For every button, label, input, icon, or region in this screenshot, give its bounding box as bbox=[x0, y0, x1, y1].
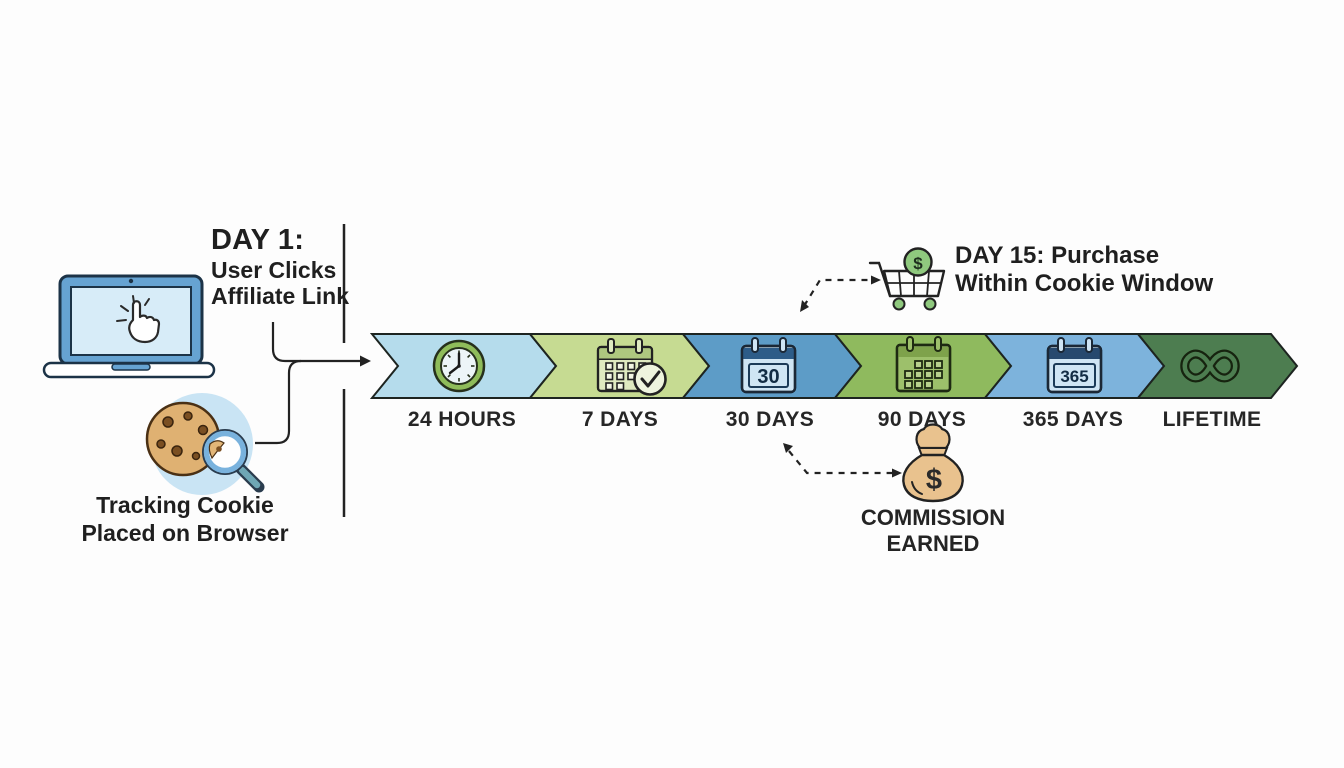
svg-text:$: $ bbox=[926, 464, 942, 496]
purchase-dashed-arrow bbox=[800, 275, 881, 312]
infinity-icon bbox=[1180, 349, 1240, 383]
commission-line1: COMMISSION bbox=[860, 505, 1006, 530]
day15-annotation: DAY 15: Purchase Within Cookie Window bbox=[955, 242, 1213, 298]
magnifier-icon bbox=[202, 429, 265, 493]
label-30-days: 30 DAYS bbox=[725, 408, 815, 431]
clock-icon bbox=[432, 339, 486, 393]
commission-line2: EARNED bbox=[886, 531, 980, 556]
svg-text:365: 365 bbox=[1060, 367, 1088, 386]
day1-line1: User Clicks bbox=[211, 257, 337, 283]
laptop-click-icon bbox=[42, 274, 216, 379]
day1-heading: DAY 1: bbox=[211, 224, 305, 256]
commission-dashed-arrow bbox=[783, 443, 902, 478]
day15-heading: DAY 15: bbox=[955, 242, 1045, 269]
calendar-grid-icon bbox=[895, 336, 952, 393]
label-90-days: 90 DAYS bbox=[877, 408, 967, 431]
calendar-30-icon: 30 bbox=[740, 337, 797, 394]
calendar-check-icon bbox=[596, 338, 667, 396]
label-365-days: 365 DAYS bbox=[1022, 408, 1124, 431]
label-lifetime: LIFETIME bbox=[1162, 408, 1262, 431]
tracking-line1: Tracking Cookie bbox=[96, 492, 274, 518]
click-hand-cursor-icon bbox=[116, 295, 161, 344]
tracking-cookie-icon bbox=[145, 393, 265, 495]
day1-annotation: DAY 1: User Clicks Affiliate Link bbox=[211, 224, 349, 309]
connector-arrow bbox=[255, 322, 371, 445]
timeline-band bbox=[369, 333, 1299, 399]
tracking-cookie-label: Tracking Cookie Placed on Browser bbox=[62, 491, 308, 547]
svg-text:$: $ bbox=[913, 254, 923, 273]
label-24-hours: 24 HOURS bbox=[407, 408, 517, 431]
dollar-coin-icon: $ bbox=[903, 247, 933, 277]
tracking-line2: Placed on Browser bbox=[81, 520, 289, 546]
commission-label: COMMISSION EARNED bbox=[833, 505, 1033, 557]
segment-lifetime bbox=[1135, 333, 1299, 399]
money-bag-icon: $ bbox=[902, 423, 964, 503]
shopping-cart-icon: $ bbox=[868, 247, 946, 311]
day1-line2: Affiliate Link bbox=[211, 283, 350, 309]
day15-rest: Purchase bbox=[1051, 242, 1160, 269]
svg-text:30: 30 bbox=[757, 366, 779, 388]
day15-line1: DAY 15: Purchase bbox=[955, 242, 1213, 270]
calendar-365-icon: 365 bbox=[1046, 337, 1103, 394]
day15-line2: Within Cookie Window bbox=[955, 270, 1214, 297]
label-7-days: 7 DAYS bbox=[581, 408, 659, 431]
